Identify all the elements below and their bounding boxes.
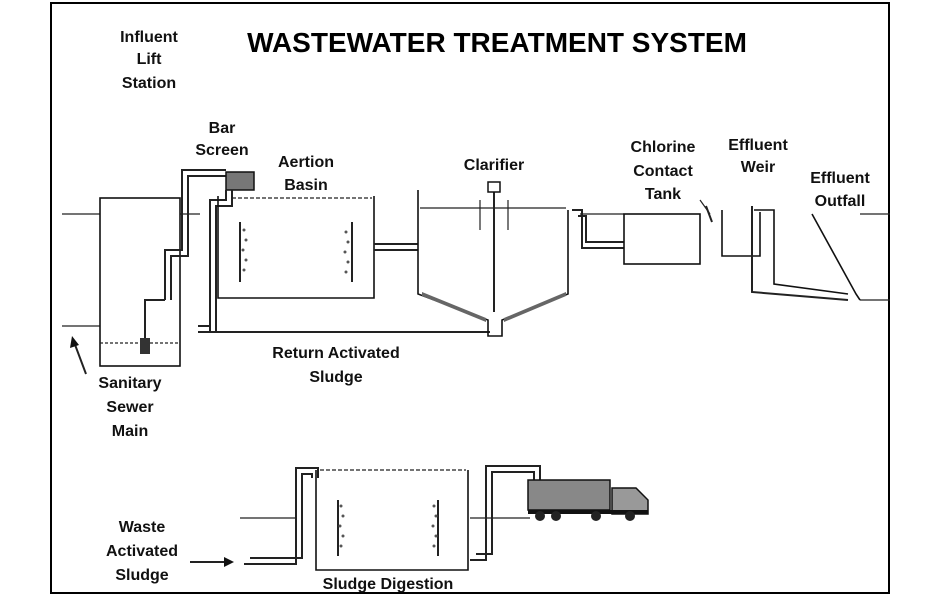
chlorine-label-2: Contact	[633, 163, 693, 180]
outfall-slope	[811, 213, 861, 301]
ground-lines	[62, 213, 890, 327]
ras-label-2: Sludge	[309, 369, 362, 386]
chlorine-tank	[623, 199, 713, 265]
was-arrow	[190, 557, 234, 567]
sewer-label-1: Sanitary	[98, 375, 161, 392]
influent-label-2: Lift	[137, 51, 163, 68]
outfall-label-1: Effluent	[810, 170, 870, 187]
bar-screen-label-1: Bar	[209, 120, 236, 137]
bar-screen-label-2: Screen	[195, 142, 248, 159]
bar-screen	[164, 169, 255, 332]
truck-icon	[527, 479, 649, 521]
diagram-frame	[50, 2, 890, 594]
aeration-basin	[217, 196, 418, 299]
effluent-weir	[721, 206, 849, 301]
ras-line	[198, 325, 490, 333]
clarifier	[417, 181, 569, 337]
chlorine-label-3: Tank	[645, 186, 681, 203]
weir-label-1: Effluent	[728, 137, 788, 154]
sewer-label-3: Main	[112, 423, 148, 440]
aeration-label-1: Aertion	[278, 154, 334, 171]
effluent-pipe	[572, 209, 624, 249]
clarifier-label: Clarifier	[464, 157, 524, 174]
diagram-title: WASTEWATER TREATMENT SYSTEM	[247, 27, 747, 58]
aeration-label-2: Basin	[284, 177, 328, 194]
labels: Influent Lift Station Bar Screen Aertion…	[98, 29, 870, 593]
weir-label-2: Weir	[741, 159, 775, 176]
influent-label-1: Influent	[120, 29, 178, 46]
lift-station	[99, 197, 181, 367]
influent-label-3: Station	[122, 75, 176, 92]
was-label-2: Activated	[106, 543, 178, 560]
sludge-digestion	[240, 465, 541, 571]
was-label-1: Waste	[119, 519, 166, 536]
was-label-3: Sludge	[115, 567, 168, 584]
sewer-label-2: Sewer	[106, 399, 153, 416]
outfall-label-2: Outfall	[815, 193, 866, 210]
ras-label-1: Return Activated	[272, 345, 399, 362]
digestion-label: Sludge Digestion	[323, 576, 454, 593]
chlorine-label-1: Chlorine	[631, 139, 696, 156]
sewer-arrow	[70, 336, 87, 375]
